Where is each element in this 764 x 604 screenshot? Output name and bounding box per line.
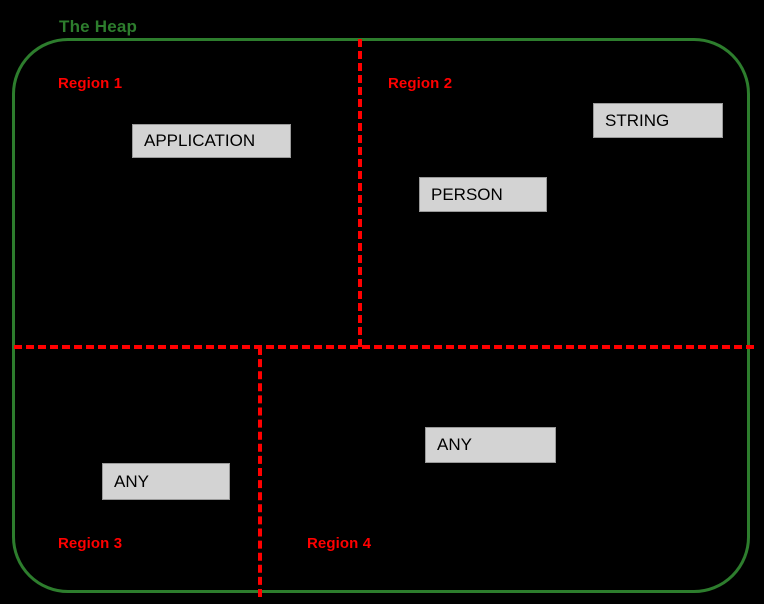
region-label-3: Region 3 [58, 535, 123, 552]
divider-horizontal [14, 345, 754, 349]
object-box-application: APPLICATION [132, 124, 291, 158]
object-box-any-region-4: ANY [425, 427, 556, 463]
region-label-1: Region 1 [58, 75, 123, 92]
region-label-4: Region 4 [307, 535, 372, 552]
object-box-person: PERSON [419, 177, 547, 212]
region-label-2: Region 2 [388, 75, 453, 92]
heap-boundary [12, 38, 750, 593]
object-box-string: STRING [593, 103, 723, 138]
divider-vertical-bottom [258, 347, 262, 597]
object-box-any-region-3: ANY [102, 463, 230, 500]
heap-title: The Heap [59, 17, 138, 36]
divider-vertical-top [358, 39, 362, 347]
